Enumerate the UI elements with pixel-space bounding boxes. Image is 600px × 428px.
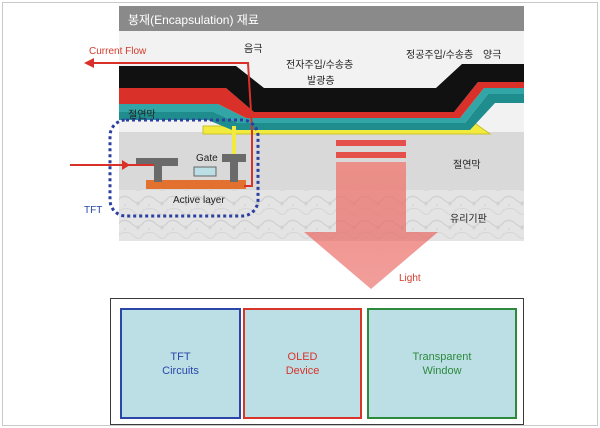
cathode-label: 음극 — [244, 44, 263, 55]
tft-label: TFT — [84, 205, 103, 216]
insulator-right-label: 절연막 — [453, 160, 481, 171]
drain-electrode — [222, 154, 246, 182]
insulator-left-label: 절연막 — [128, 110, 156, 121]
encapsulation-title: 봉재(Encapsulation) 재료 — [128, 13, 259, 27]
light-label: Light — [399, 273, 421, 284]
anode-label: 양극 — [483, 50, 502, 61]
oled-device-box: OLED Device — [243, 308, 362, 419]
tft-circuits-box: TFT Circuits — [120, 308, 241, 419]
hole-layer — [119, 94, 524, 130]
oled-device-label: OLED Device — [285, 350, 320, 377]
active-layer-label: Active layer — [173, 195, 225, 206]
emission-layer-label: 발광층 — [307, 76, 335, 87]
current-flow-label: Current Flow — [89, 46, 147, 57]
cathode-layer — [119, 64, 524, 112]
encapsulation-bar — [119, 6, 524, 31]
gate-electrode — [193, 166, 217, 177]
emission-layer — [119, 88, 524, 123]
glass-substrate-label: 유리기판 — [450, 214, 487, 225]
transparent-window-label: Transparent Window — [412, 350, 472, 377]
light-arrow — [304, 162, 438, 289]
active-layer — [146, 180, 246, 189]
transparent-window-box: Transparent Window — [367, 308, 517, 419]
hole-layer-label: 정공주입/수송층 — [406, 50, 474, 61]
electron-layer — [119, 82, 524, 118]
gate-label: Gate — [196, 153, 218, 164]
tft-circuits-label: TFT Circuits — [162, 350, 199, 377]
electron-layer-label: 전자주입/수송층 — [286, 60, 354, 71]
tft-outline — [108, 118, 260, 218]
